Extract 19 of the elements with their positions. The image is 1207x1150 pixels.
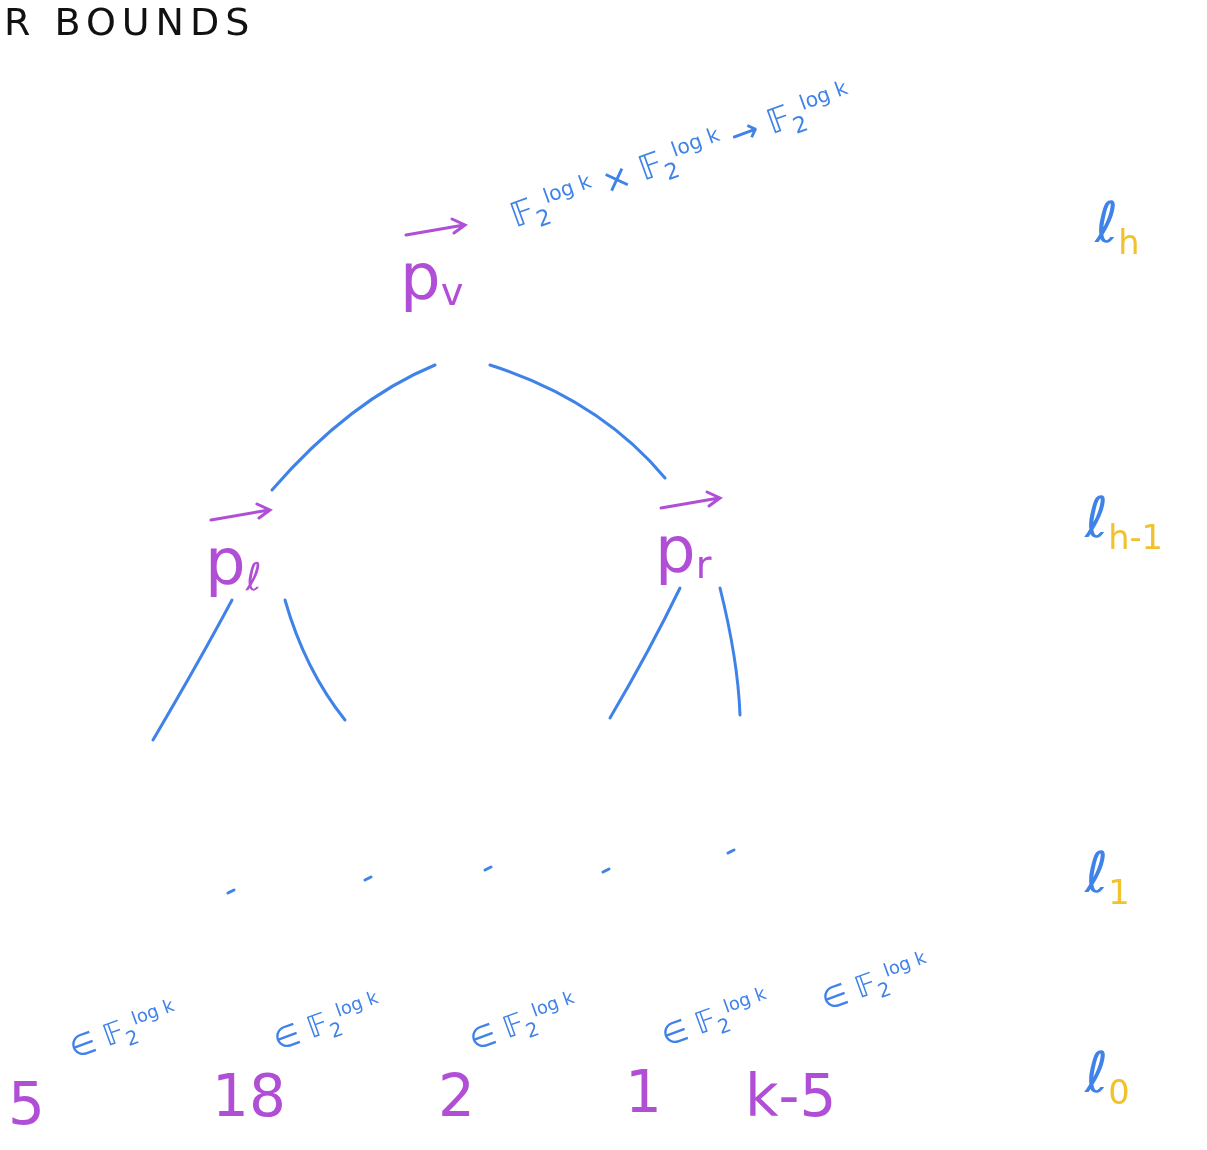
tree-edge xyxy=(488,363,667,480)
vector-label: p$_{ℓ}$ xyxy=(205,530,262,597)
tree-edge xyxy=(270,363,437,492)
tree-edge xyxy=(608,586,682,720)
level-label: ℓ$_{h-1}$ xyxy=(1085,485,1163,558)
leaf-value: 2 xyxy=(438,1067,475,1125)
vector-label: p$_{v}$ xyxy=(400,245,464,312)
tree-edge xyxy=(283,598,347,722)
tree-edge xyxy=(151,598,234,742)
leaf-value: 18 xyxy=(212,1067,286,1125)
level-label: ℓ$_{0}$ xyxy=(1085,1040,1130,1113)
leaf-value: k-5 xyxy=(745,1067,837,1125)
title: R BOUNDS xyxy=(4,0,256,44)
vector-label: p$_{r}$ xyxy=(655,518,712,585)
leaf-value: 1 xyxy=(625,1063,662,1121)
tree-edge xyxy=(718,586,742,717)
leaf-value: 5 xyxy=(8,1075,45,1133)
level-label: ℓ$_{1}$ xyxy=(1085,840,1130,913)
level-label: ℓ$_{h}$ xyxy=(1095,190,1140,263)
